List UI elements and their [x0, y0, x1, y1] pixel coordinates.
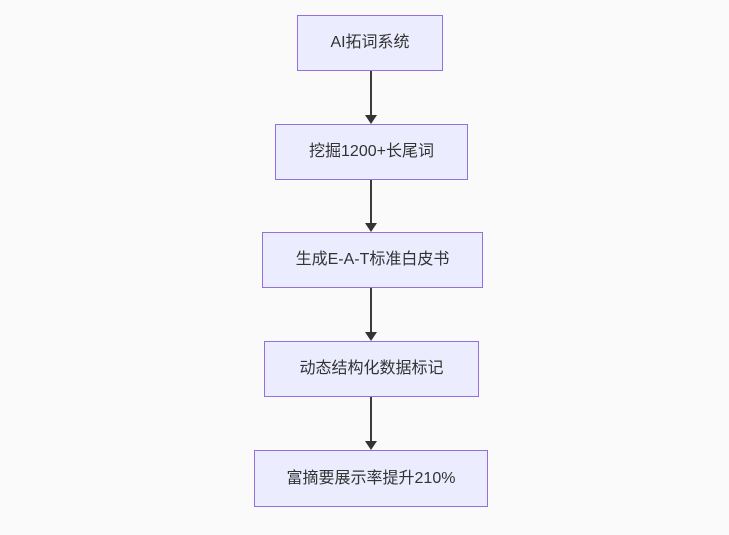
- flow-node-label: 动态结构化数据标记: [299, 360, 444, 377]
- arrow-down-icon: [365, 441, 377, 450]
- flow-node-label: 富摘要展示率提升210%: [286, 469, 456, 487]
- flow-node-rich-snippet-result: 富摘要展示率提升210%: [254, 450, 488, 507]
- flow-node-longtail-mining: 挖掘1200+长尾词: [275, 124, 468, 180]
- arrow-down-icon: [365, 223, 377, 232]
- flow-arrow-4: [365, 397, 377, 450]
- flow-arrow-2: [365, 180, 377, 232]
- arrow-line: [370, 71, 372, 115]
- flow-arrow-3: [365, 288, 377, 341]
- flow-node-label: 挖掘1200+长尾词: [309, 143, 434, 160]
- flow-node-label: 生成E-A-T标准白皮书: [295, 251, 450, 268]
- flow-arrow-1: [365, 71, 377, 124]
- flow-node-eat-whitepaper: 生成E-A-T标准白皮书: [262, 232, 483, 288]
- flow-node-ai-keyword-system: AI拓词系统: [297, 15, 443, 71]
- arrow-line: [370, 288, 372, 332]
- arrow-down-icon: [365, 332, 377, 341]
- arrow-line: [370, 397, 372, 441]
- flow-node-structured-data-markup: 动态结构化数据标记: [264, 341, 479, 397]
- arrow-line: [370, 180, 372, 223]
- flow-node-label: AI拓词系统: [330, 34, 410, 51]
- arrow-down-icon: [365, 115, 377, 124]
